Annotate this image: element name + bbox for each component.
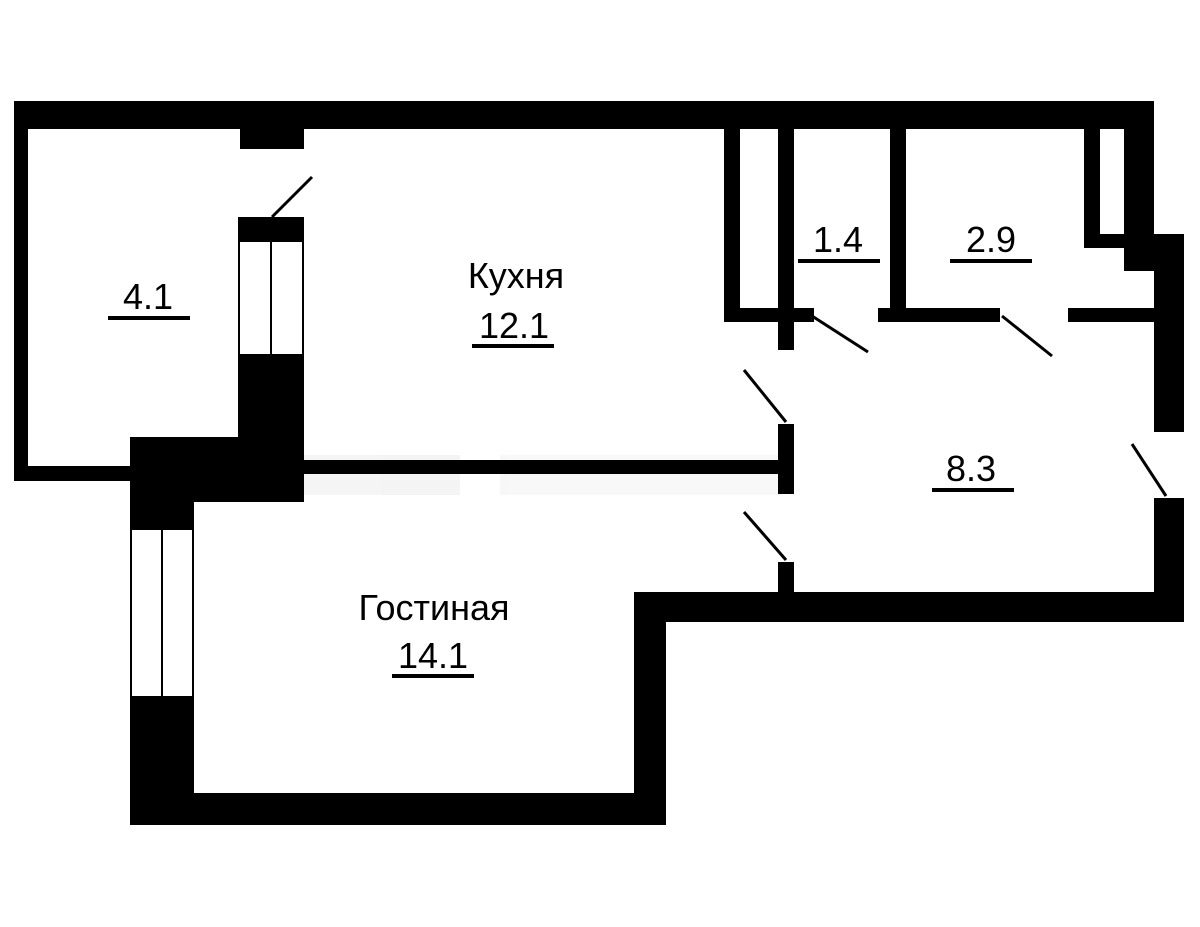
wall-living-right <box>634 592 666 825</box>
wall-hall-bottom <box>634 592 1184 622</box>
loggia-area: 4.1 <box>123 276 173 317</box>
wall-hall-jamb-lower <box>778 562 794 602</box>
kitchen-label: Кухня <box>468 255 564 296</box>
wall-pier-col <box>130 437 194 529</box>
wall-kitchen-living <box>304 460 794 474</box>
wall-bath-right <box>890 128 906 322</box>
living-label: Гостиная <box>358 587 509 628</box>
door-loggia <box>270 175 314 219</box>
kitchen-area: 12.1 <box>479 305 549 346</box>
wall-bath-bottom-left <box>724 308 814 322</box>
walls <box>14 101 1184 825</box>
wall-right-notch <box>1124 234 1184 270</box>
windows <box>130 240 304 698</box>
wall-loggia-kitchen-pier <box>238 355 304 437</box>
living-area: 14.1 <box>398 635 468 676</box>
wall-bath-left <box>724 128 740 320</box>
door-bathroom <box>811 314 869 354</box>
wall-wc-bottom-left <box>878 308 1000 322</box>
wall-hall-jamb-upper <box>778 424 794 494</box>
wall-top <box>14 101 1154 129</box>
wall-loggia-kitchen-top <box>238 217 304 241</box>
door-entrance <box>1130 443 1168 497</box>
wc-area: 2.9 <box>966 219 1016 260</box>
wall-wc-bottom-right <box>1068 308 1154 322</box>
bathroom-area: 1.4 <box>813 219 863 260</box>
door-kitchen <box>742 369 788 423</box>
wall-bath-left2 <box>778 128 794 350</box>
wall-living-bottom <box>130 793 666 825</box>
hall-area: 8.3 <box>946 448 996 489</box>
wall-right-inner-base <box>1084 234 1124 248</box>
wall-loggia-bottom <box>14 466 144 481</box>
wall-right-lower <box>1154 498 1184 622</box>
wall-right-inner <box>1084 128 1100 248</box>
wall-top-kitchen <box>240 101 304 149</box>
door-wc <box>1001 314 1053 358</box>
room-labels: 4.1 Кухня 12.1 1.4 2.9 8.3 Гостиная 14.1 <box>108 219 1032 678</box>
wall-loggia-left <box>14 101 28 481</box>
doors <box>270 175 1168 561</box>
door-living <box>742 511 788 561</box>
